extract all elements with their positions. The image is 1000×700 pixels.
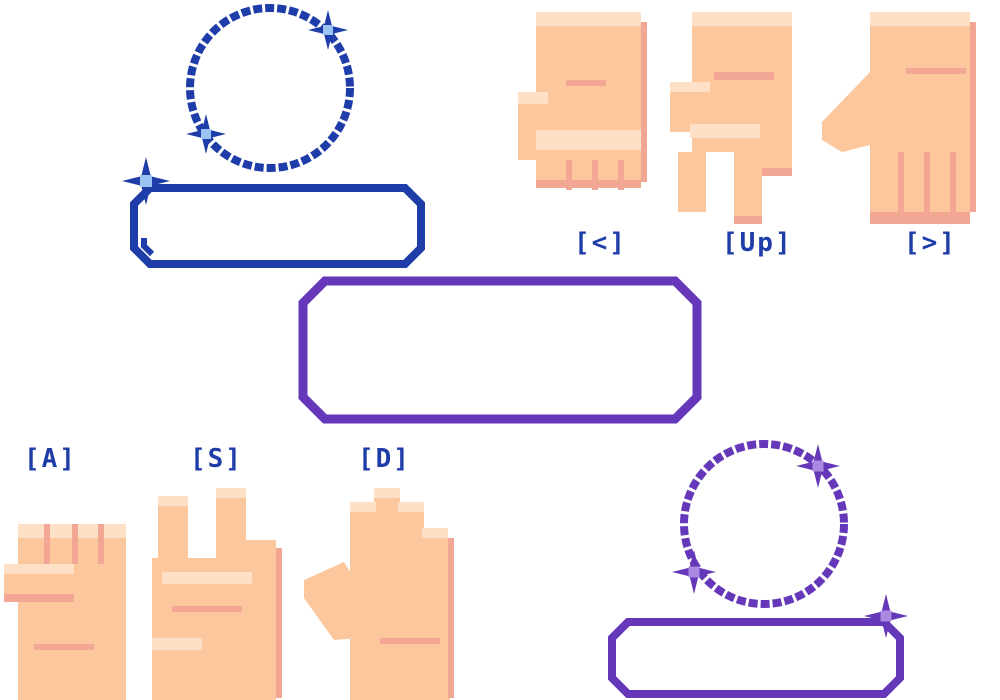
key-label-left: [<] xyxy=(574,228,627,258)
peace-hand-icon xyxy=(152,488,282,700)
key-label-d: [D] xyxy=(358,444,411,474)
fist-hand-icon xyxy=(518,12,647,190)
sparkle-icon xyxy=(122,157,170,205)
key-label-up: [Up] xyxy=(722,228,793,258)
key-label-a: [A] xyxy=(24,444,77,474)
sparkle-icon xyxy=(796,444,840,488)
purple-name-plate xyxy=(608,618,904,698)
sparkle-icon xyxy=(864,594,908,638)
purple-avatar-ring xyxy=(680,440,848,608)
peace-hand-icon xyxy=(670,12,792,224)
sparkle-icon xyxy=(308,10,348,50)
sparkle-icon xyxy=(186,114,226,154)
key-label-s: [S] xyxy=(190,444,243,474)
open-palm-hand-icon xyxy=(822,12,976,224)
purple-dialog-box xyxy=(298,276,702,424)
fist-hand-icon xyxy=(4,524,126,700)
blue-avatar-ring xyxy=(186,4,354,172)
key-label-right: [>] xyxy=(904,228,957,258)
blue-name-plate xyxy=(130,184,425,268)
open-palm-hand-icon xyxy=(304,488,454,700)
sparkle-icon xyxy=(672,550,716,594)
